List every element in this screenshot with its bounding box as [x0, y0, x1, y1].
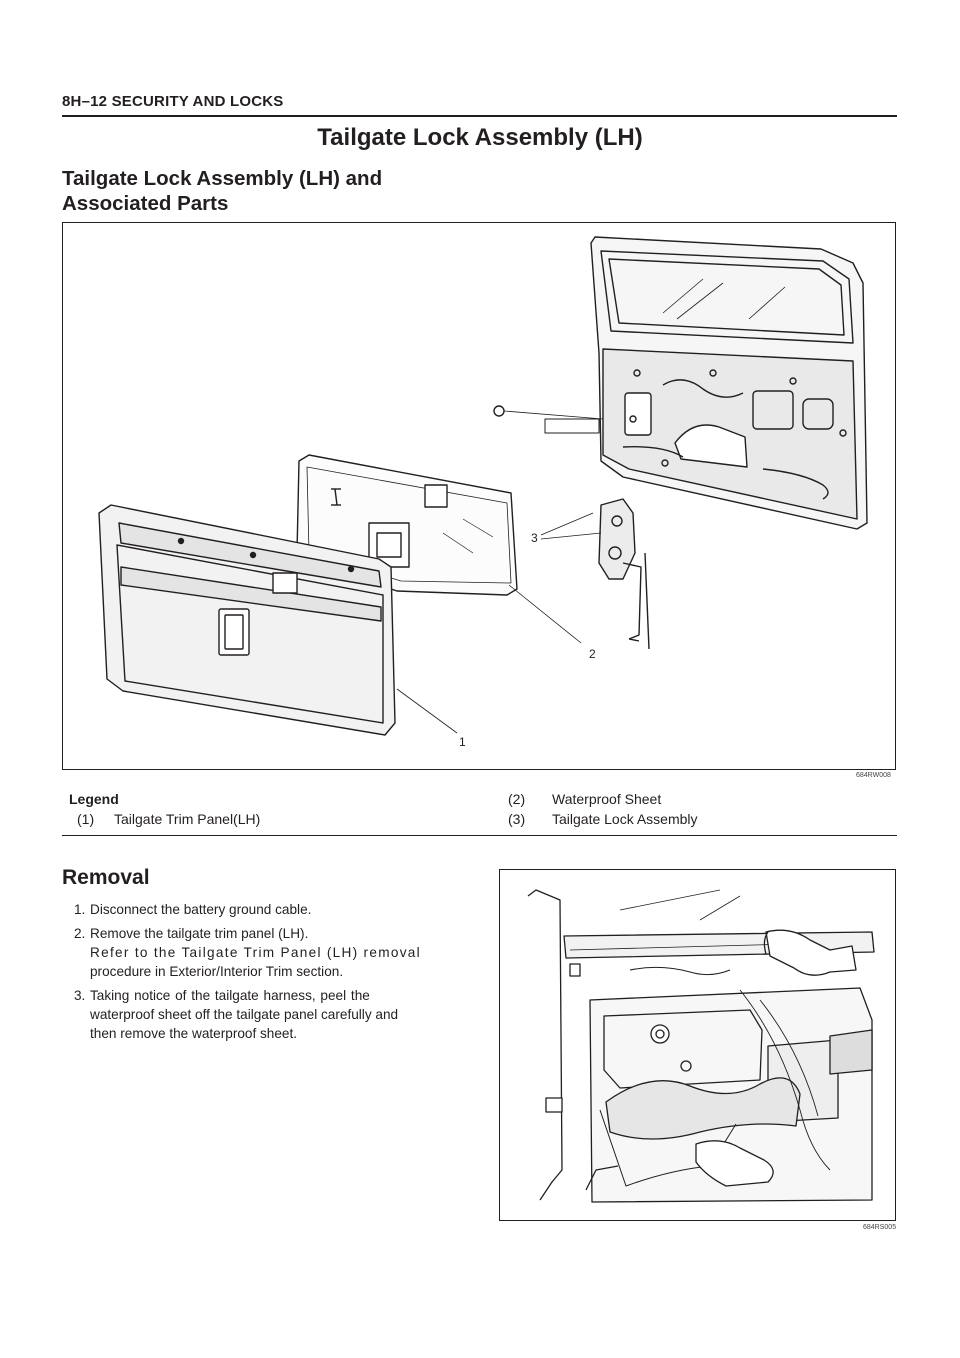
step-1-text: Disconnect the battery ground cable.: [90, 902, 312, 917]
step-2: 2. Remove the tailgate trim panel (LH). …: [74, 924, 462, 981]
section-subtitle: Tailgate Lock Assembly (LH) and Associat…: [62, 166, 482, 216]
legend-item-3-num: (3): [508, 811, 526, 827]
legend-rule: [62, 835, 897, 836]
subtitle-line-1: Tailgate Lock Assembly (LH) and: [62, 167, 383, 190]
header-rule: [62, 115, 897, 117]
step-2-text: Remove the tailgate trim panel (LH).: [90, 926, 309, 941]
figure-1-code: 684RW008: [856, 772, 891, 779]
page-header: 8H–12 SECURITY AND LOCKS: [62, 93, 284, 110]
step-3: 3. Taking notice of the tailgate harness…: [74, 986, 462, 1043]
legend-item-1-num: (1): [77, 811, 95, 827]
removal-steps: 1. Disconnect the battery ground cable. …: [74, 900, 462, 1048]
exploded-view-figure: 1 2 3: [62, 222, 896, 770]
step-2-note-line-1: Refer to the Tailgate Trim Panel (LH) re…: [90, 945, 421, 960]
legend-item-1-label: Tailgate Trim Panel(LH): [114, 811, 261, 827]
legend-item-3-label: Tailgate Lock Assembly: [552, 811, 698, 827]
step-2-note-line-2: procedure in Exterior/Interior Trim sect…: [90, 964, 344, 979]
legend-title: Legend: [69, 791, 119, 807]
step-3-line-3: then remove the waterproof sheet.: [90, 1026, 298, 1041]
figure-2-code: 684RS005: [863, 1224, 897, 1231]
step-3-line-2: waterproof sheet off the tailgate panel …: [90, 1007, 399, 1022]
exploded-view-drawing: [98, 236, 868, 736]
removal-heading: Removal: [62, 866, 150, 889]
step-2-num: 2.: [74, 926, 86, 941]
removal-figure: [499, 869, 896, 1221]
step-1: 1. Disconnect the battery ground cable.: [74, 900, 462, 919]
step-1-num: 1.: [74, 902, 86, 917]
callout-2: 2: [589, 647, 596, 661]
subtitle-line-2: Associated Parts: [62, 192, 229, 215]
step-3-line-1: Taking notice of the tailgate harness, p…: [90, 988, 370, 1003]
legend-item-2-num: (2): [508, 791, 526, 807]
legend-item-2-label: Waterproof Sheet: [552, 791, 662, 807]
step-3-num: 3.: [74, 988, 86, 1003]
page-title: Tailgate Lock Assembly (LH): [317, 124, 643, 151]
callout-3: 3: [531, 531, 538, 545]
callout-1: 1: [459, 735, 466, 749]
removal-drawing: [527, 889, 875, 1203]
